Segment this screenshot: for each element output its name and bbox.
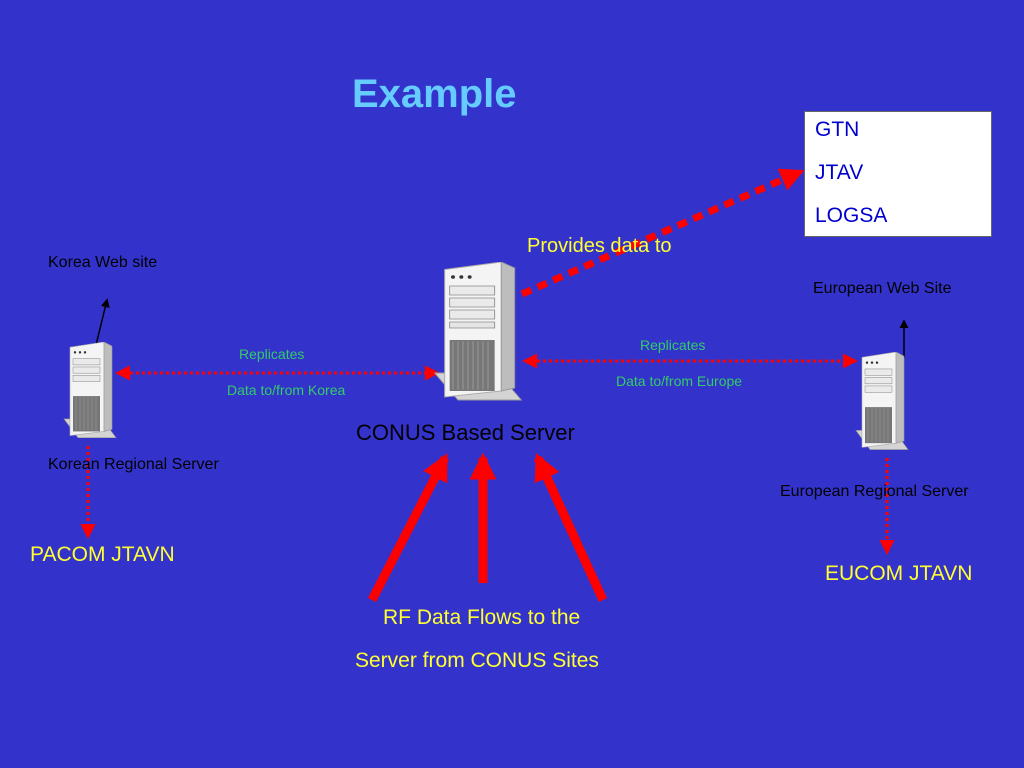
european-server-label: European Regional Server bbox=[780, 483, 969, 500]
target-systems-box: GTN JTAV LOGSA bbox=[804, 111, 992, 237]
system-jtav: JTAV bbox=[815, 161, 864, 184]
korea-web-arrow bbox=[95, 298, 110, 346]
conus-server-icon bbox=[433, 262, 523, 401]
provides-data-arrow bbox=[520, 168, 805, 298]
system-gtn: GTN bbox=[815, 118, 860, 141]
provides-data-label: Provides data to bbox=[527, 235, 672, 257]
europe-replicates-label: Replicates bbox=[640, 337, 706, 353]
eucom-jtavn-label: EUCOM JTAVN bbox=[825, 562, 973, 585]
european-web-site-label: European Web Site bbox=[813, 280, 952, 297]
europe-data-flow-label: Data to/from Europe bbox=[616, 373, 743, 389]
rf-flows-line2: Server from CONUS Sites bbox=[355, 649, 599, 672]
pacom-jtavn-label: PACOM JTAVN bbox=[30, 543, 175, 566]
rf-arrow-left bbox=[367, 453, 450, 603]
system-logsa: LOGSA bbox=[815, 204, 888, 227]
rf-flows-line1: RF Data Flows to the bbox=[383, 606, 581, 629]
page-title: Example bbox=[352, 72, 517, 116]
korean-server-icon bbox=[63, 342, 117, 438]
rf-arrow-right bbox=[533, 453, 608, 602]
european-server-icon bbox=[855, 352, 909, 450]
conus-server-label: CONUS Based Server bbox=[356, 420, 575, 445]
korea-replicates-label: Replicates bbox=[239, 346, 305, 362]
korea-data-flow-label: Data to/from Korea bbox=[227, 382, 346, 398]
korean-server-label: Korean Regional Server bbox=[48, 456, 219, 473]
korea-web-site-label: Korea Web site bbox=[48, 254, 158, 271]
